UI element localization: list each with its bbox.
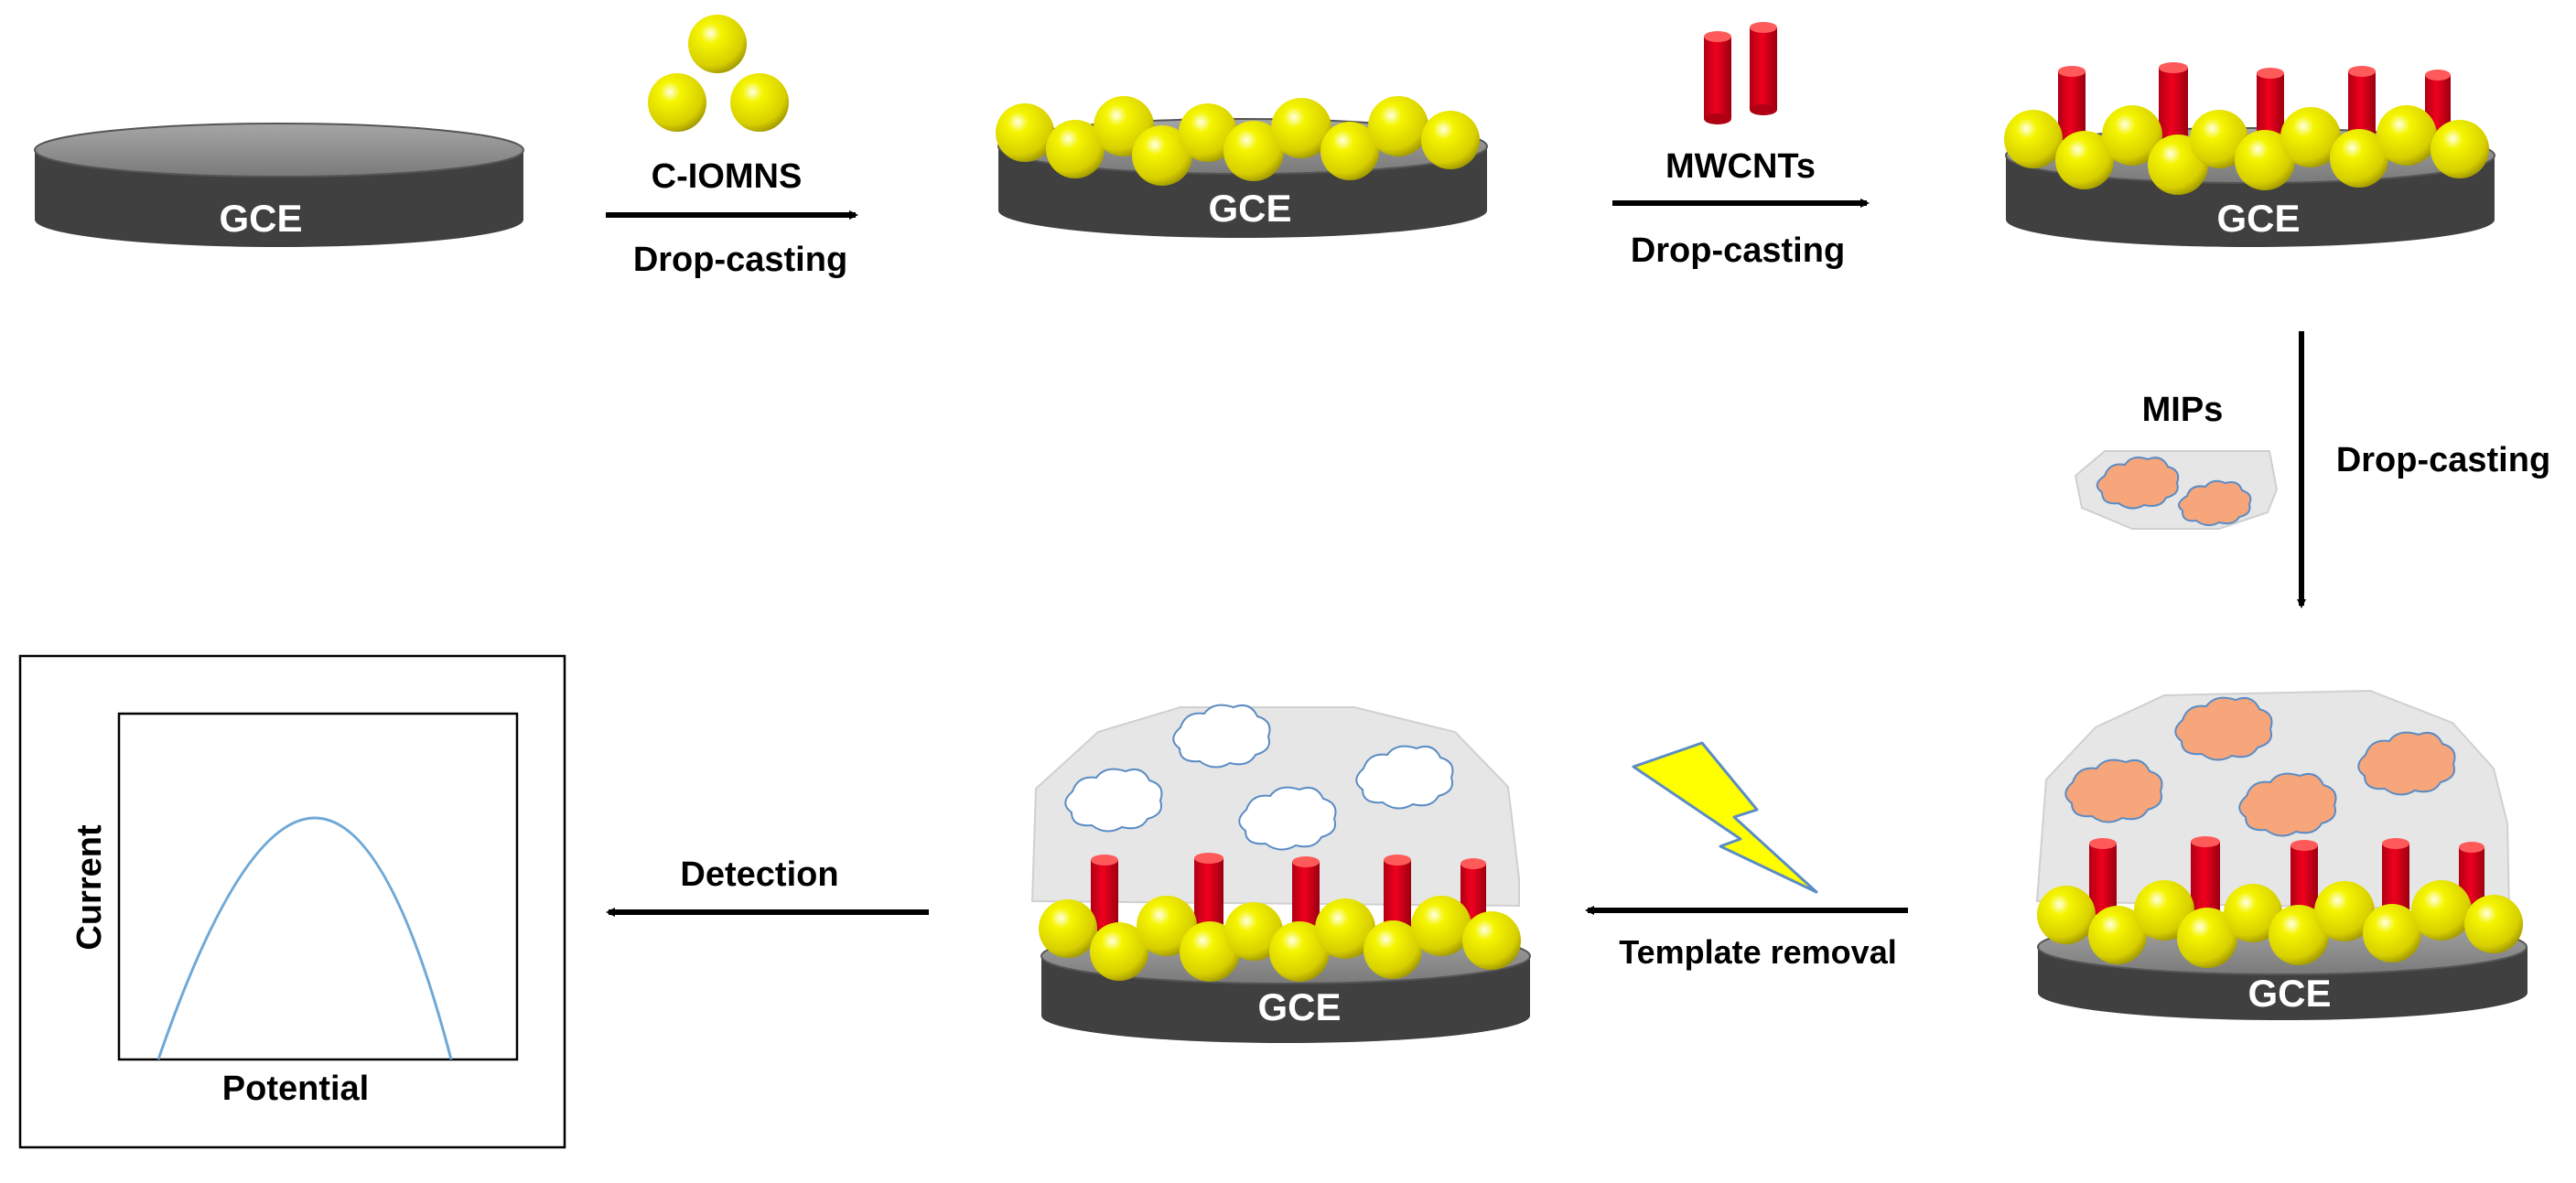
y-axis-label: Current — [70, 824, 109, 951]
voltammogram-plot: Potential Current — [18, 654, 566, 1149]
electrode-label: GCE — [1208, 187, 1291, 230]
electrode-with-mip-film: GCE — [2035, 689, 2527, 1021]
step5-method-label: Detection — [680, 855, 838, 894]
electrode-with-nanotubes: GCE — [2004, 62, 2495, 247]
step1-method-label: Drop-casting — [633, 241, 847, 279]
step2-method-label: Drop-casting — [1631, 231, 1845, 270]
nanosphere-layer — [2004, 105, 2489, 195]
x-axis-label: Potential — [222, 1070, 369, 1108]
step4-method-label: Template removal — [1619, 933, 1896, 971]
mip-particle-icon — [2096, 457, 2180, 510]
bare-electrode: GCE — [34, 123, 524, 247]
step3-method-label: Drop-casting — [2336, 441, 2550, 479]
electrode-label: GCE — [1257, 985, 1341, 1028]
lightning-icon — [1632, 741, 1818, 894]
electrode-label: GCE — [219, 197, 302, 240]
nanosphere-layer — [1039, 896, 1521, 982]
mip-particle-icon — [2178, 479, 2252, 526]
step2-material-label: MWCNTs — [1665, 147, 1816, 186]
step1-material-label: C-IOMNS — [652, 157, 803, 196]
mip-particle-layer — [2064, 696, 2456, 837]
mip-drop-icon — [2074, 450, 2279, 530]
nanotube-icon — [1704, 22, 1777, 124]
step3-material-label: MIPs — [2142, 391, 2224, 429]
nanosphere-layer — [2037, 880, 2523, 968]
nanotube-layer — [1091, 853, 1486, 945]
electrode-with-nanospheres: GCE — [996, 96, 1488, 238]
electrode-label: GCE — [2247, 972, 2331, 1015]
nanosphere-icon — [648, 15, 789, 132]
electrode-label: GCE — [2216, 197, 2300, 240]
response-curve — [156, 816, 453, 1060]
electrode-after-template-removal: GCE — [1030, 704, 1531, 1043]
plot-axes — [117, 712, 519, 1061]
imprinted-cavity-layer — [1064, 704, 1454, 851]
nanosphere-layer — [996, 96, 1480, 186]
